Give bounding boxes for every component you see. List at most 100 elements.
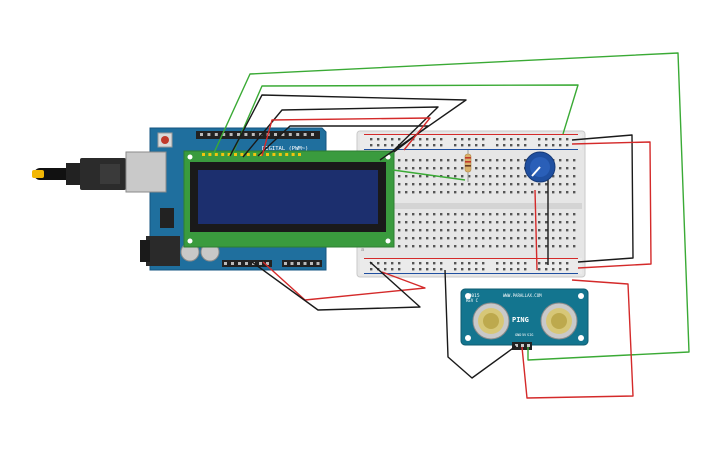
rail-hole	[454, 144, 457, 147]
lcd-pad	[266, 153, 269, 156]
rail-hole	[496, 268, 499, 271]
breadboard-hole	[475, 221, 478, 224]
digital-pin	[200, 133, 203, 136]
breadboard-hole	[566, 183, 569, 186]
lcd-pad	[298, 153, 301, 156]
rail-hole	[468, 262, 471, 265]
breadboard-hole	[545, 245, 548, 248]
wire-green-resistor	[392, 169, 466, 181]
breadboard-hole	[531, 229, 534, 232]
breadboard-hole	[412, 183, 415, 186]
lcd-pad	[259, 153, 263, 156]
breadboard-hole	[468, 183, 471, 186]
breadboard-hole	[482, 183, 485, 186]
rail-hole	[538, 268, 541, 271]
breadboard-hole	[419, 213, 422, 216]
breadboard-hole	[454, 159, 457, 162]
bottom-power-rail	[360, 258, 582, 274]
rail-hole	[524, 138, 527, 141]
breadboard-hole	[517, 191, 520, 194]
breadboard-hole	[398, 183, 401, 186]
breadboard-hole	[405, 221, 408, 224]
breadboard-hole	[552, 183, 555, 186]
breadboard-hole	[510, 159, 513, 162]
breadboard-hole	[517, 159, 520, 162]
breadboard-hole	[482, 191, 485, 194]
wire-black-lcd-2	[242, 106, 439, 158]
breadboard-hole	[454, 191, 457, 194]
digital-pin	[229, 133, 233, 136]
breadboard-hole	[412, 245, 415, 248]
rail-hole	[391, 262, 394, 265]
breadboard-hole	[559, 237, 562, 240]
rail-hole	[468, 138, 471, 141]
rail-hole	[545, 262, 548, 265]
breadboard-hole	[440, 245, 443, 248]
breadboard-hole	[573, 191, 576, 194]
breadboard-hole	[517, 237, 520, 240]
breadboard-hole	[405, 229, 408, 232]
breadboard-hole	[566, 175, 569, 178]
breadboard-hole	[566, 159, 569, 162]
breadboard-hole	[475, 229, 478, 232]
breadboard-hole	[545, 221, 548, 224]
lcd-screen	[198, 170, 378, 224]
breadboard-hole	[538, 213, 541, 216]
breadboard-hole	[440, 167, 443, 170]
wire-black-lcd-3	[257, 125, 429, 157]
breadboard-hole	[433, 229, 436, 232]
breadboard-hole	[426, 213, 429, 216]
breadboard-hole	[461, 167, 464, 170]
breadboard-hole	[482, 213, 485, 216]
rail-hole	[552, 268, 555, 271]
rail-hole	[419, 268, 422, 271]
breadboard-hole	[524, 183, 527, 186]
rail-hole	[510, 262, 513, 265]
power-pin	[266, 262, 269, 265]
lcd-pad	[227, 153, 231, 156]
lcd-pad	[272, 153, 276, 156]
breadboard-hole	[538, 221, 541, 224]
breadboard-hole	[433, 245, 436, 248]
breadboard-hole	[517, 245, 520, 248]
rail-hole	[475, 268, 478, 271]
breadboard-hole	[531, 213, 534, 216]
breadboard-hole	[398, 221, 401, 224]
breadboard-hole	[461, 191, 464, 194]
breadboard-hole	[510, 167, 513, 170]
rail-hole	[524, 144, 527, 147]
rail-hole	[545, 138, 548, 141]
breadboard-hole	[405, 245, 408, 248]
breadboard-hole	[517, 167, 520, 170]
breadboard-hole	[559, 245, 562, 248]
rail-hole	[566, 268, 569, 271]
breadboard-hole	[517, 221, 520, 224]
breadboard-hole	[552, 237, 555, 240]
breadboard-hole	[496, 221, 499, 224]
rail-hole	[482, 144, 485, 147]
breadboard-hole	[433, 183, 436, 186]
breadboard-hole	[419, 229, 422, 232]
sensor-transducer-left	[472, 302, 510, 340]
breadboard-hole	[461, 229, 464, 232]
rail-hole	[433, 268, 436, 271]
breadboard-hole	[426, 191, 429, 194]
breadboard-hole	[433, 237, 436, 240]
rail-hole	[475, 138, 478, 141]
breadboard-hole	[573, 159, 576, 162]
lcd-pad	[246, 153, 250, 156]
breadboard-hole	[559, 167, 562, 170]
rail-hole	[440, 138, 443, 141]
breadboard-hole	[412, 213, 415, 216]
breadboard-hole	[468, 221, 471, 224]
breadboard-hole	[419, 245, 422, 248]
rail-hole	[503, 144, 506, 147]
lcd-pad	[278, 153, 282, 156]
sensor-transducer-right	[540, 302, 578, 340]
lcd-pad	[240, 153, 244, 156]
rail-hole	[482, 138, 485, 141]
breadboard-hole	[496, 167, 499, 170]
breadboard-hole	[524, 245, 527, 248]
rail-hole	[566, 144, 569, 147]
